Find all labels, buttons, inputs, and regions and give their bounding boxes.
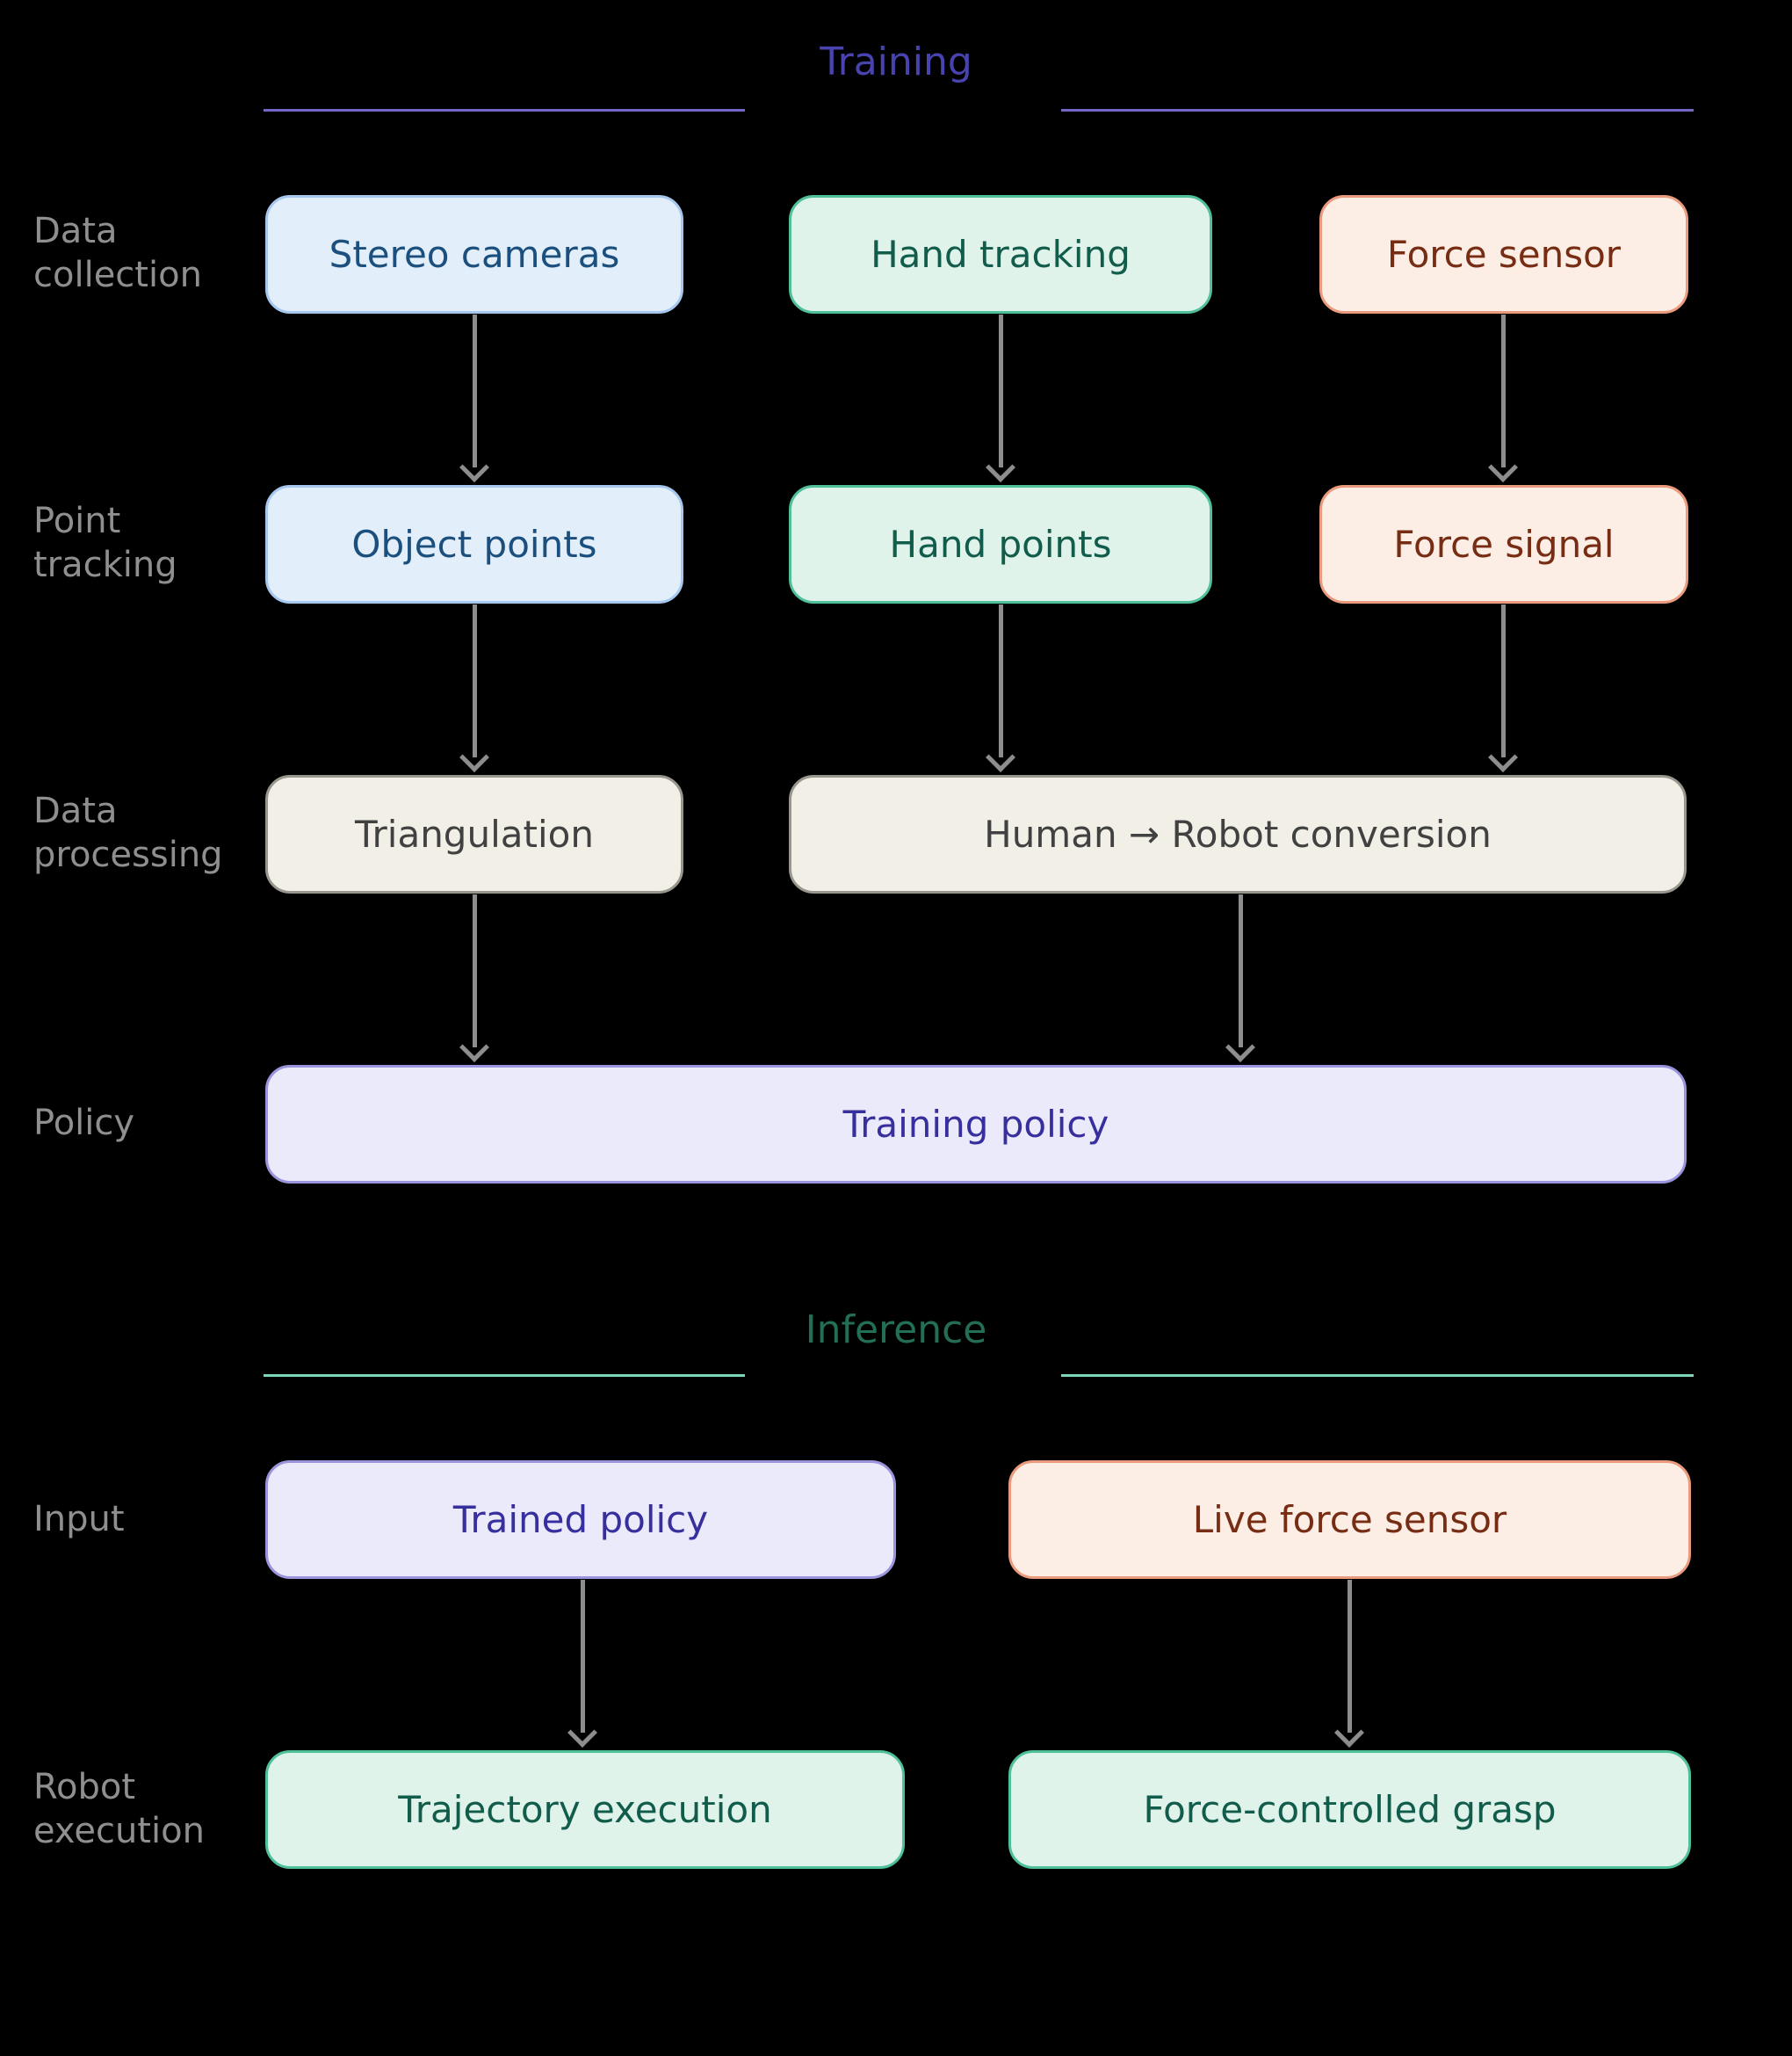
- force-sensor-label: Force sensor: [1386, 233, 1622, 276]
- training-section-title: Training: [820, 40, 972, 84]
- training-title-line-right: [1061, 109, 1694, 112]
- arrow-trained-policy-to-trajectory-execution: [565, 1580, 600, 1748]
- stereo-cameras-node: Stereo cameras: [265, 195, 683, 314]
- trajectory-execution-node: Trajectory execution: [265, 1750, 905, 1869]
- object-points-node: Object points: [265, 485, 683, 604]
- hand-tracking-label: Hand tracking: [871, 233, 1131, 276]
- force-signal-node: Force signal: [1319, 485, 1688, 604]
- object-points-label: Object points: [351, 523, 597, 566]
- trajectory-execution-label: Trajectory execution: [398, 1788, 772, 1831]
- row-label-policy: Policy: [33, 1103, 135, 1143]
- force-controlled-grasp-node: Force-controlled grasp: [1008, 1750, 1691, 1869]
- force-sensor-node: Force sensor: [1319, 195, 1688, 314]
- row-label-data-processing: Data processing: [33, 791, 223, 875]
- row-label-point-tracking: Point tracking: [33, 501, 177, 585]
- hand-points-node: Hand points: [789, 485, 1212, 604]
- arrow-force-signal-to-conversion: [1485, 604, 1521, 772]
- trained-policy-label: Trained policy: [452, 1498, 709, 1541]
- human-robot-conversion-label: Human → Robot conversion: [984, 813, 1492, 856]
- triangulation-node: Triangulation: [265, 775, 683, 894]
- inference-title-line-left: [264, 1374, 745, 1377]
- inference-section-title: Inference: [805, 1307, 987, 1352]
- arrow-hand-tracking-to-hand-points: [983, 315, 1018, 482]
- live-force-sensor-node: Live force sensor: [1008, 1460, 1691, 1579]
- triangulation-label: Triangulation: [355, 813, 594, 856]
- row-label-robot-execution: Robot execution: [33, 1767, 205, 1851]
- live-force-sensor-label: Live force sensor: [1192, 1498, 1507, 1541]
- training-policy-label: Training policy: [842, 1103, 1109, 1146]
- hand-tracking-node: Hand tracking: [789, 195, 1212, 314]
- trained-policy-node: Trained policy: [265, 1460, 896, 1579]
- arrow-live-force-sensor-to-force-controlled-grasp: [1332, 1580, 1367, 1748]
- inference-title-line-right: [1061, 1374, 1694, 1377]
- row-label-data-collection: Data collection: [33, 211, 202, 295]
- force-signal-label: Force signal: [1393, 523, 1615, 566]
- training-title-line-left: [264, 109, 745, 112]
- arrow-force-sensor-to-force-signal: [1485, 315, 1521, 482]
- training-policy-node: Training policy: [265, 1065, 1687, 1184]
- row-label-input: Input: [33, 1499, 125, 1539]
- arrow-object-points-to-triangulation: [457, 604, 492, 772]
- arrow-hand-points-to-conversion: [983, 604, 1018, 772]
- hand-points-label: Hand points: [889, 523, 1112, 566]
- stereo-cameras-label: Stereo cameras: [329, 233, 620, 276]
- human-robot-conversion-node: Human → Robot conversion: [789, 775, 1687, 894]
- arrow-stereo-cameras-to-object-points: [457, 315, 492, 482]
- force-controlled-grasp-label: Force-controlled grasp: [1143, 1788, 1557, 1831]
- arrow-triangulation-to-training-policy: [457, 894, 492, 1062]
- arrow-conversion-to-training-policy: [1223, 894, 1258, 1062]
